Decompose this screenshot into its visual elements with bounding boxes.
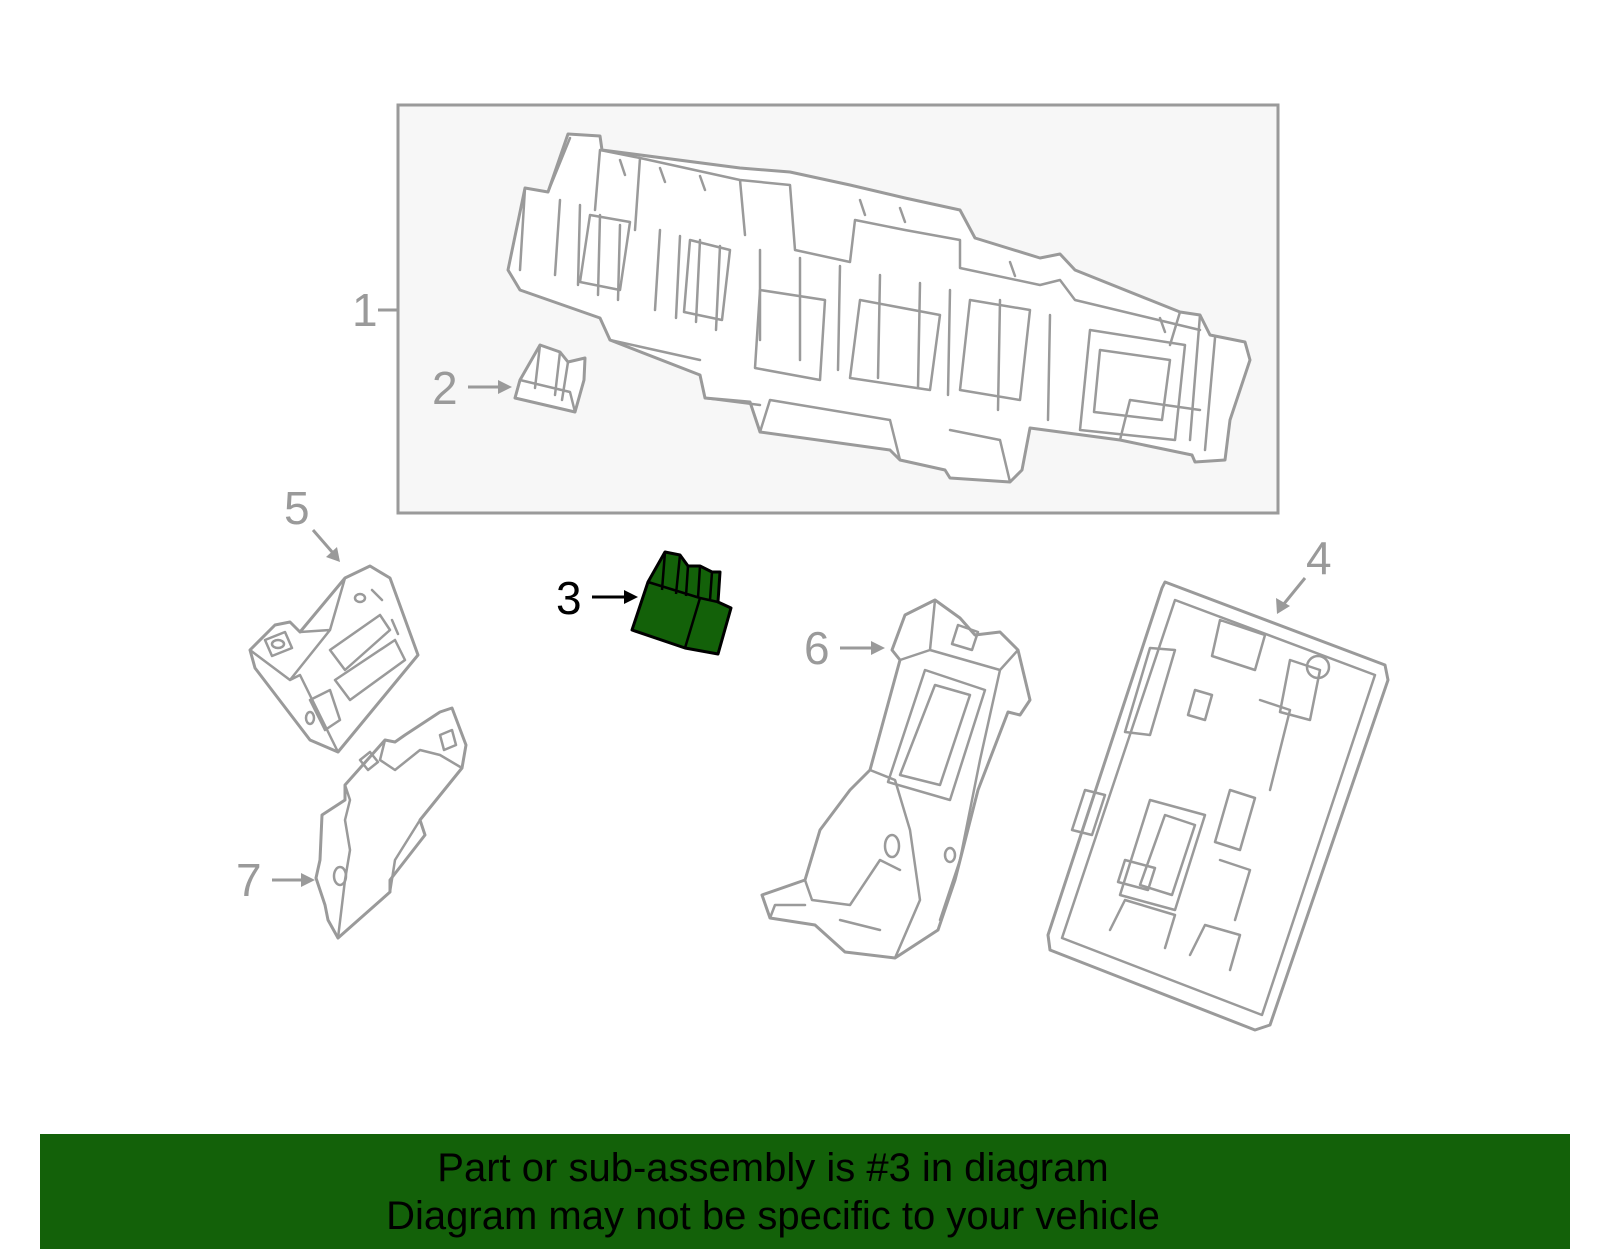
part-1-fuse-box[interactable]: [506, 132, 1252, 484]
part-4-control-module[interactable]: [1046, 580, 1390, 1032]
part-2-relay[interactable]: [513, 343, 587, 414]
banner-line-part-number: Part or sub-assembly is #3 in diagram: [437, 1145, 1109, 1190]
callout-6: 6: [804, 622, 830, 674]
part-7-bracket[interactable]: [314, 706, 468, 940]
callout-3: 3: [556, 572, 582, 624]
part-6-bracket[interactable]: [760, 598, 1032, 960]
callout-1: 1: [352, 284, 378, 336]
banner-line-disclaimer: Diagram may not be specific to your vehi…: [386, 1193, 1160, 1238]
callout-7: 7: [236, 854, 262, 906]
leader-lines: [272, 308, 1307, 887]
callout-2: 2: [432, 362, 458, 414]
info-banner: Part or sub-assembly is #3 in diagram Di…: [40, 1134, 1570, 1249]
part-3-relay-highlighted[interactable]: [630, 550, 733, 656]
callout-4: 4: [1306, 532, 1332, 584]
part-5-bracket[interactable]: [248, 564, 420, 754]
callout-5: 5: [284, 482, 310, 534]
